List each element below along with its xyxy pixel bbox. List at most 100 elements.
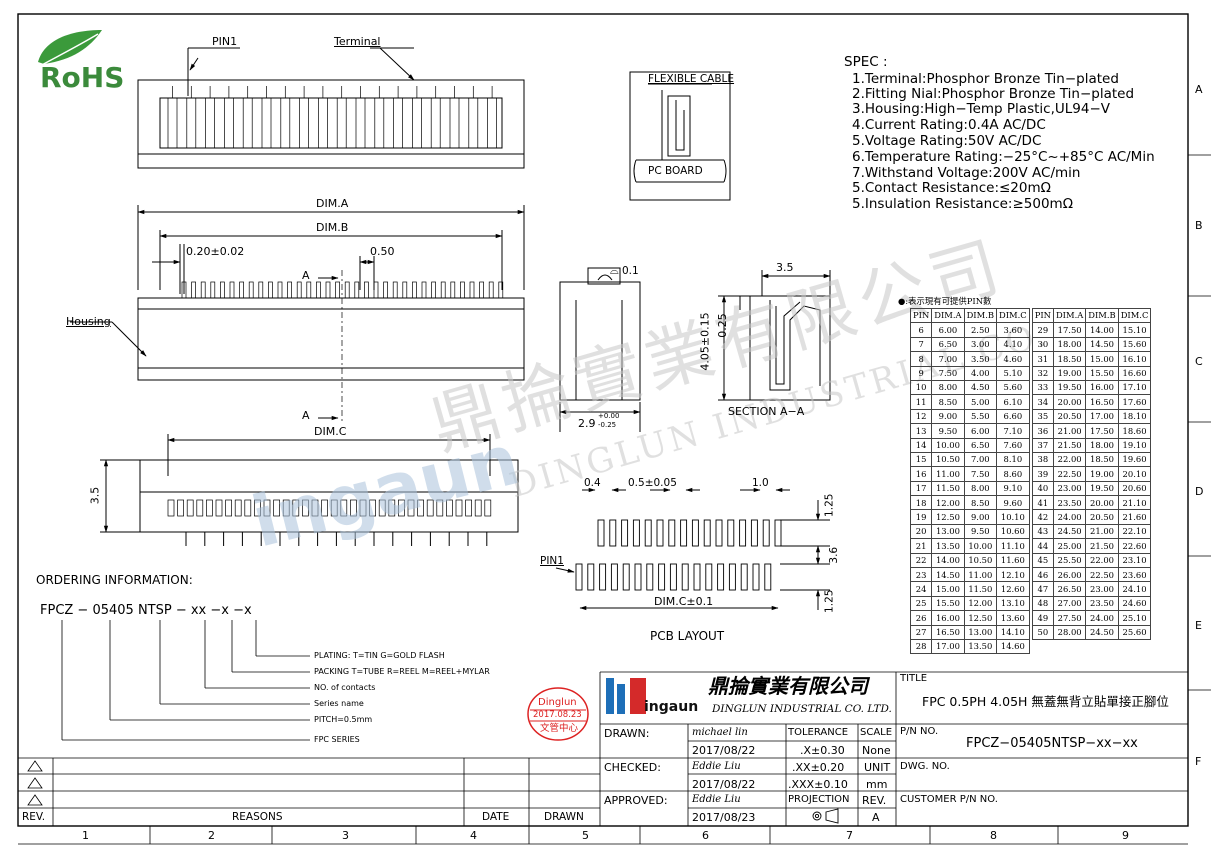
- pcb-pad-bottom: [728, 563, 736, 591]
- customer-pn-label: CUSTOMER P/N NO.: [900, 794, 998, 805]
- pin-table-cell: 15.00: [1085, 351, 1119, 367]
- pin-table-cell: 19.00: [1085, 466, 1119, 482]
- pin-table-cell: 6.50: [963, 437, 998, 453]
- terminal-slot: [167, 97, 178, 149]
- pin-table-cell: 21.10: [1117, 495, 1152, 511]
- company-name-cn: 鼎掄實業有限公司: [708, 674, 868, 698]
- pin-table-header-cell: PIN: [909, 307, 933, 324]
- bottom-contact: [177, 499, 184, 517]
- pin-table-cell: 14.50: [931, 567, 965, 583]
- pin-table-cell: 9.00: [931, 408, 965, 425]
- pin-table-header-cell: DIM.A: [931, 307, 965, 324]
- pin-table-cell: 11: [909, 394, 933, 410]
- projection-label: PROJECTION: [788, 794, 850, 805]
- front-pin: [412, 281, 417, 299]
- border-col-7: 7: [846, 829, 853, 842]
- pin-table-cell: 34: [1031, 394, 1054, 410]
- pin-table-cell: 41: [1031, 495, 1054, 511]
- checked-name: Eddie Liu: [692, 761, 741, 772]
- spec-line: 7.Withstand Voltage:200V AC/min: [852, 165, 1081, 181]
- inset-detail: [629, 71, 731, 201]
- pin-table-cell: 9.10: [996, 480, 1030, 497]
- pin-table-cell: 14.50: [1085, 336, 1119, 353]
- pin-table-cell: 24.50: [1052, 523, 1087, 540]
- pin-table-cell: 6.10: [996, 394, 1030, 410]
- pcb-pad-bottom: [587, 563, 595, 591]
- pin-table-cell: 8.50: [931, 394, 965, 410]
- front-pin: [268, 281, 273, 299]
- pcb-pad-top: [680, 519, 688, 547]
- company-name-en: DINGLUN INDUSTRIAL CO. LTD.: [712, 703, 892, 715]
- pin-table-cell: 21.50: [1085, 538, 1119, 554]
- pin-table-cell: 6.00: [931, 322, 965, 338]
- pcb-pad-top: [632, 519, 640, 547]
- pin-table-cell: 4.60: [996, 351, 1030, 367]
- spec-line: 2.Fitting Nial:Phosphor Bronze Tin−plate…: [852, 86, 1135, 102]
- front-pin: [373, 281, 379, 299]
- pin-table-cell: 23: [909, 567, 933, 583]
- unit-value: mm: [866, 778, 888, 791]
- logo-bar-blue-1: [606, 678, 614, 714]
- pin-table-cell: 20.00: [1085, 495, 1119, 511]
- pin-table-cell: 4.10: [996, 336, 1030, 353]
- section-width-label: 3.5: [776, 261, 794, 274]
- spec-line: 1.Terminal:Phosphor Bronze Tin−plated: [852, 71, 1119, 87]
- unit-label: UNIT: [864, 761, 891, 774]
- pin-table-cell: 24: [909, 581, 933, 597]
- pcb-pad-bottom: [575, 563, 583, 591]
- pcb-pad-bottom: [669, 563, 677, 591]
- pin-table-cell: 9: [909, 365, 933, 381]
- pin-table-cell: 12: [909, 408, 933, 425]
- pin-table-cell: 3.50: [963, 351, 998, 367]
- pn-label: P/N NO.: [900, 726, 939, 737]
- pin-table-cell: 13.10: [996, 595, 1030, 612]
- pin-table-cell: 38: [1031, 451, 1054, 468]
- pin-table-cell: 31: [1031, 351, 1054, 367]
- flatness-value: 0.1: [622, 265, 639, 277]
- bottom-contact: [330, 499, 338, 517]
- front-pin: [479, 281, 484, 299]
- pin-table-cell: 49: [1031, 610, 1054, 626]
- tolerance-2: .XX±0.20: [792, 761, 845, 774]
- pcb-dim-c-label: DIM.C±0.1: [654, 595, 714, 608]
- pin-table-header-cell: DIM.A: [1052, 307, 1087, 324]
- bottom-contact: [398, 499, 405, 517]
- pin-table-cell: 11.00: [963, 567, 998, 583]
- section-depth-tol-down: -0.25: [598, 421, 617, 429]
- pin-table-cell: 6: [909, 322, 933, 338]
- pin-table-cell: 39: [1031, 466, 1054, 482]
- pin-table-cell: 12.50: [931, 509, 965, 525]
- flexible-cable-label: FLEXIBLE CABLE: [648, 73, 735, 85]
- spec-line: 3.Housing:High−Temp Plastic,UL94−V: [852, 101, 1110, 117]
- pcb-pad-bottom: [646, 563, 654, 591]
- border-col-3: 3: [342, 829, 349, 842]
- bottom-contact: [282, 499, 290, 517]
- front-pin: [181, 281, 187, 299]
- pin-table-cell: 11.00: [931, 466, 965, 482]
- terminal-slot: [280, 97, 291, 149]
- pin-table-cell: 5.60: [996, 379, 1030, 396]
- pin-table-cell: 23.50: [1085, 595, 1119, 612]
- pin-table-cell: 8.00: [963, 480, 998, 497]
- pin-table-cell: 13.00: [963, 624, 998, 640]
- bottom-contact: [436, 499, 444, 517]
- pcb-pad-top: [762, 519, 770, 547]
- pin-table-cell: 20.00: [1052, 394, 1087, 410]
- border-col-6: 6: [702, 829, 709, 842]
- pin-table-cell: 5.50: [963, 408, 998, 425]
- front-pin: [220, 281, 225, 299]
- tolerance-1: .X±0.30: [800, 744, 845, 757]
- dinglun-stamp: [527, 687, 589, 741]
